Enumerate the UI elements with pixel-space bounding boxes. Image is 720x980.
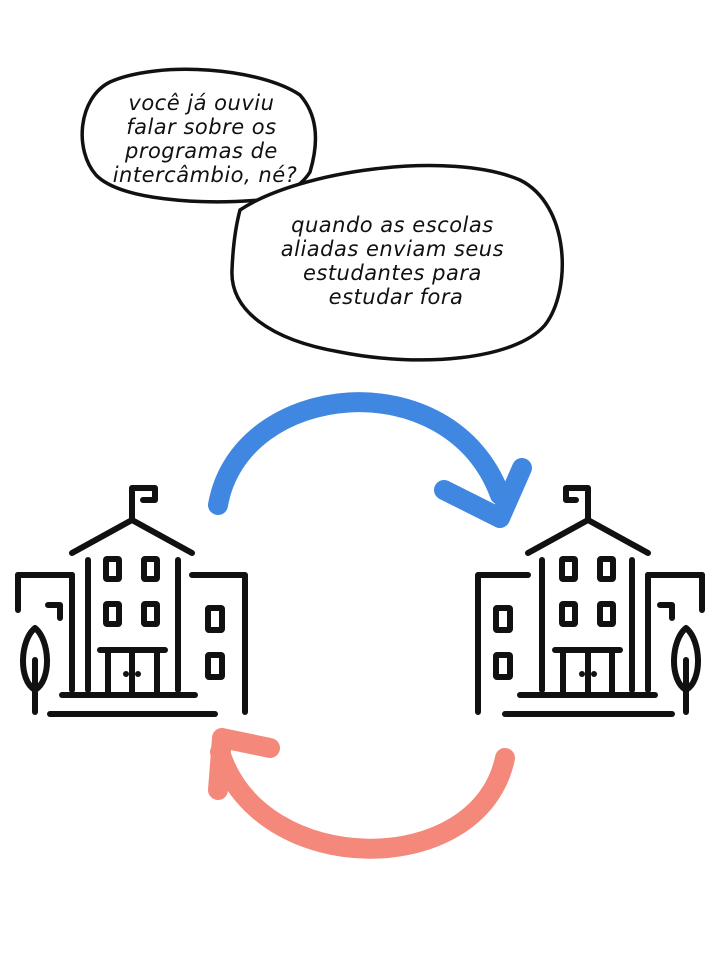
bubble-2-line: quando as escolas [291,213,494,237]
arrow-top-icon [208,392,532,528]
bubble-1-line: intercâmbio, né? [113,163,298,187]
speech-bubble-1: você já ouviu falar sobre os programas d… [80,67,318,204]
arrow-bottom-icon [208,728,515,859]
bubble-2-line: aliadas enviam seus [281,237,504,261]
left-school-building-icon [15,485,248,717]
bubble-2-line: estudantes para [303,261,482,285]
right-school-building-icon [475,485,705,717]
bubble-1-line: você já ouviu [128,91,274,115]
speech-bubble-2: quando as escolas aliadas enviam seus es… [230,163,564,362]
bubble-2-line: estudar fora [329,285,464,309]
bubble-1-line: programas de [124,139,278,163]
bubble-1-line: falar sobre os [126,115,276,139]
bubble-1-text: você já ouviu falar sobre os programas d… [113,91,298,187]
bubble-2-text: quando as escolas aliadas enviam seus es… [281,213,512,309]
